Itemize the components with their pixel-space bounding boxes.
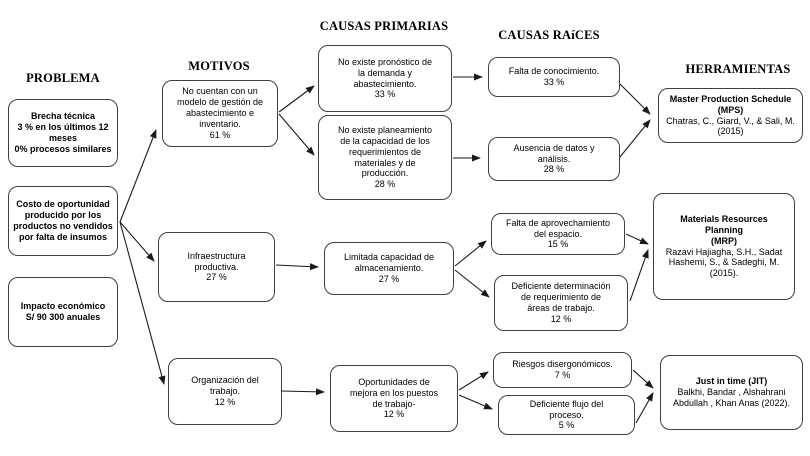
- arrow-problema-motivo1: [119, 129, 157, 223]
- box-cp-almacenamiento: Limitada capacidad de almacenamiento. 27…: [324, 242, 454, 295]
- box-cr-aprovechamiento-espacio: Falta de aprovechamiento del espacio. 15…: [491, 213, 625, 255]
- tool-mps-citation: Chatras, C., Giard, V., & Sali, M. (2015…: [666, 115, 795, 137]
- arrow-cp4-cr5: [458, 371, 489, 391]
- tool-mrp-citation: Razavi Hajiagha, S.H., Sadat Hashemi, S.…: [665, 246, 783, 279]
- column-title-causas-raices: CAUSAS RAíCES: [498, 28, 600, 42]
- arrow-cr4-mrp: [629, 249, 649, 302]
- arrow-motivo3-cp4: [280, 388, 325, 396]
- box-tool-jit: Just in time (JIT) Balkhi, Bandar , Alsh…: [660, 355, 803, 430]
- arrow-cp4-cr6: [458, 394, 493, 410]
- box-cr-riesgos-disergonomicos: Riesgos disergonómicos. 7 %: [493, 352, 632, 388]
- box-cr-flujo-proceso: Deficiente flujo del proceso. 5 %: [498, 395, 635, 435]
- box-brecha-tecnica: Brecha técnica 3 % en los últimos 12 mes…: [8, 99, 118, 167]
- arrow-cr6-jit: [635, 392, 654, 424]
- box-cp-planeamiento: No existe planeamiento de la capacidad d…: [318, 115, 452, 200]
- arrow-motivo2-cp3: [275, 263, 319, 271]
- box-motivo-infraestructura: Infraestructura productiva. 27 %: [158, 232, 275, 302]
- box-cp-pronostico: No existe pronóstico de la demanda y aba…: [318, 45, 452, 112]
- box-cr-ausencia-datos: Ausencia de datos y análisis. 28 %: [488, 137, 620, 181]
- box-cr-areas-trabajo: Deficiente determinación de requerimient…: [494, 275, 628, 331]
- arrow-problema-motivo2: [119, 221, 155, 262]
- arrow-motivo1-cp1: [278, 85, 315, 113]
- box-cp-puestos-trabajo: Oportunidades de mejora en los puestos d…: [330, 365, 458, 432]
- arrow-cr2-mps: [619, 119, 651, 158]
- tool-jit-name: Just in time (JIT): [695, 376, 768, 387]
- column-title-causas-primarias: CAUSAS PRIMARIAS: [319, 19, 449, 33]
- tool-jit-citation: Balkhi, Bandar , Alshahrani Abdullah , K…: [672, 387, 791, 408]
- box-tool-mrp: Materials Resources Planning (MRP) Razav…: [653, 193, 795, 300]
- box-cr-falta-conocimiento: Falta de conocimiento. 33 %: [488, 57, 620, 97]
- column-title-herramientas: HERRAMIENTAS: [685, 62, 791, 76]
- tool-mrp-name: Materials Resources Planning (MRP): [680, 213, 768, 246]
- box-costo-oportunidad: Costo de oportunidad producido por los p…: [8, 186, 118, 256]
- arrow-motivo1-cp2: [278, 113, 315, 156]
- tool-mps-name: Master Production Schedule (MPS): [669, 93, 792, 115]
- box-motivo-gestion-abastecimiento: No cuentan con un modelo de gestión de a…: [162, 80, 278, 147]
- arrow-cr5-jit: [632, 369, 654, 389]
- arrow-cp3-cr3: [454, 240, 487, 267]
- arrow-cp3-cr4: [454, 269, 490, 298]
- box-impacto-economico: Impacto económico S/ 90 300 anuales: [8, 277, 118, 347]
- arrow-cr1-mps: [619, 83, 651, 115]
- column-title-motivos: MOTIVOS: [188, 59, 250, 73]
- box-tool-mps: Master Production Schedule (MPS) Chatras…: [658, 88, 803, 143]
- box-motivo-organizacion: Organización del trabajo. 12 %: [168, 358, 282, 425]
- arrow-cr3-mrp: [625, 233, 649, 245]
- column-title-problema: PROBLEMA: [26, 71, 100, 85]
